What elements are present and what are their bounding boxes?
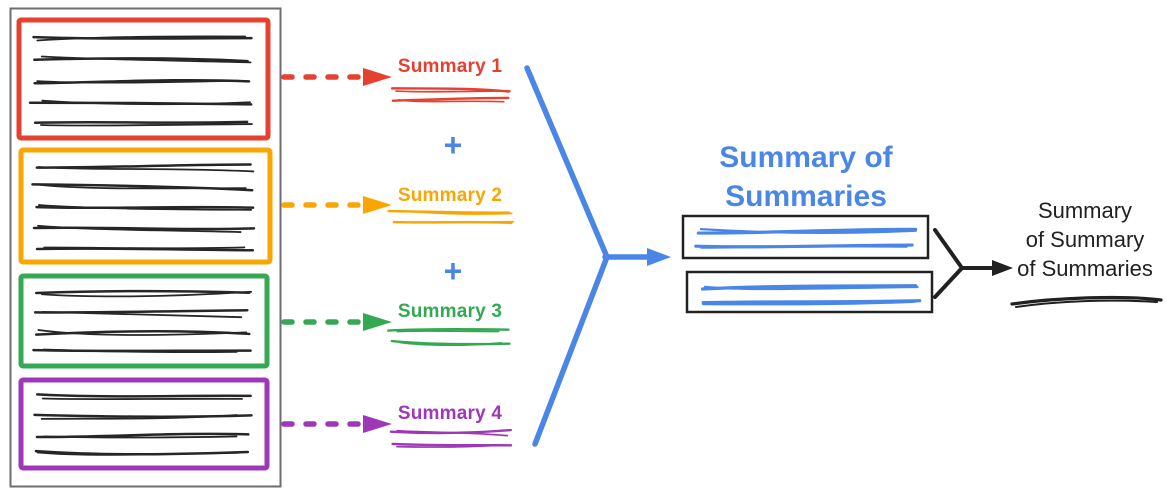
document-2-arrowhead [363, 196, 392, 214]
summary-3-label: Summary 3 [397, 301, 503, 322]
document-4-text-line [42, 435, 238, 439]
final-summary-label-line1: Summary [1037, 198, 1133, 223]
document-3-text-line [42, 348, 238, 354]
summary-4-scribble [396, 429, 509, 437]
document-1-text-line [32, 35, 253, 40]
plus-operator-2: + [443, 253, 463, 289]
final-summary-label: Summary of Summary of Summaries [1005, 196, 1165, 283]
document-1-text-line [36, 35, 247, 42]
document-3-text-line [41, 310, 243, 319]
summary-1-scribble [395, 90, 511, 93]
summary-of-summaries-box-2 [685, 270, 934, 314]
document-3-text-line [34, 289, 251, 295]
document-1-text-line [39, 123, 253, 127]
document-1-text-line [33, 120, 249, 124]
document-1-arrowhead [363, 68, 392, 86]
summary-of-summaries-scribble [701, 300, 916, 306]
plus-operator-1: + [443, 127, 463, 163]
summary-of-summaries-box-1 [681, 214, 930, 260]
summary-3-scribble [396, 330, 500, 333]
document-3-box [18, 273, 270, 369]
document-1-text-line [36, 79, 239, 84]
document-2-text-line [37, 204, 253, 211]
summary-2-scribble [394, 220, 515, 224]
document-4-text-line [40, 414, 238, 420]
document-4-text-line [36, 451, 240, 456]
summary-1-label: Summary 1 [397, 56, 503, 77]
document-4-text-line [41, 397, 243, 401]
merge-arrowhead [647, 248, 671, 266]
summary-3-scribble [386, 327, 510, 332]
summary-2-label: Summary 2 [397, 185, 503, 206]
summary-2-scribble [397, 209, 513, 215]
summary-of-summaries-scribble [703, 285, 919, 291]
document-3-arrowhead [363, 313, 392, 331]
final-summary-scribble [1010, 295, 1163, 306]
final-merge-bracket [933, 228, 964, 299]
summary-3-scribble [398, 341, 503, 347]
summary-of-summaries-scribble [696, 227, 918, 235]
document-1-text-line [40, 55, 252, 64]
document-2-text-line [37, 166, 255, 173]
document-4-text-line [35, 393, 252, 398]
summary-of-summaries-title-line1: Summary of [719, 141, 893, 174]
document-4-box [18, 377, 270, 471]
merge-line-bottom [532, 254, 610, 447]
summary-of-summaries-title: Summary of Summaries [681, 138, 931, 216]
final-merge-arrowhead [992, 260, 1013, 276]
summary-of-summaries-scribble [701, 299, 922, 305]
summary-4-scribble [396, 444, 502, 448]
document-2-text-line [43, 246, 246, 250]
summary-1-scribble [397, 99, 505, 103]
summary-of-summaries-title-line2: Summaries [725, 180, 887, 213]
summary-of-summaries-scribble [699, 227, 917, 234]
document-2-text-line [39, 183, 247, 190]
final-summary-label-line2: of Summary [1025, 227, 1145, 252]
document-2-box [18, 147, 273, 265]
document-2-text-line [35, 205, 255, 210]
summary-of-summaries-scribble [699, 245, 908, 249]
document-1-text-line [33, 57, 249, 63]
document-1-text-line [41, 99, 251, 106]
final-summary-scribble [1014, 299, 1159, 309]
document-2-text-line [37, 224, 242, 233]
document-3-text-line [40, 290, 253, 298]
document-1-box [16, 17, 271, 141]
document-4-arrowhead [363, 415, 392, 433]
merge-line-top [524, 65, 610, 260]
final-summary-label-line3: of Summaries [1017, 256, 1153, 281]
summary-4-label: Summary 4 [397, 403, 503, 424]
document-3-text-line [37, 329, 248, 336]
